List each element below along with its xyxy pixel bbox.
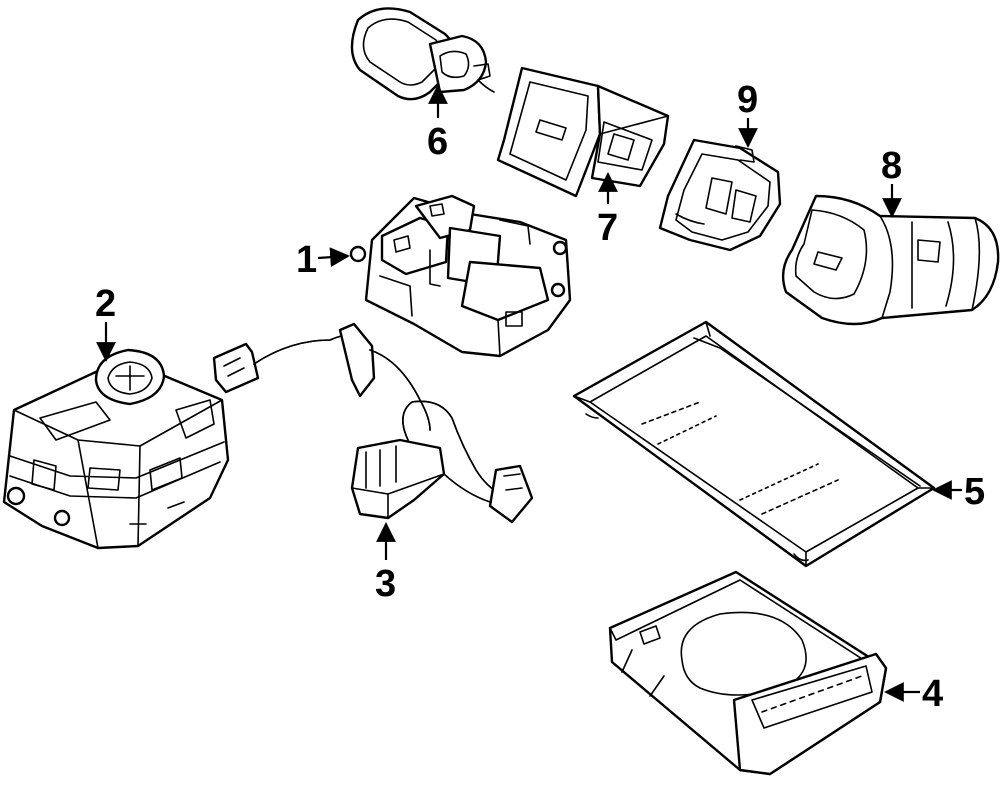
callout-2: 2 [95,283,116,325]
part-3-wiring-harness[interactable] [212,322,534,524]
part-6-knob-switch[interactable] [350,7,495,101]
callout-leaders [96,84,962,702]
callout-9: 9 [737,79,758,121]
part-4-lower-module[interactable] [608,570,888,776]
callout-1: 1 [296,239,317,281]
callout-6: 6 [427,121,448,163]
callout-8: 8 [881,145,902,187]
callout-7: 7 [597,207,618,249]
callout-4: 4 [922,673,943,715]
leader-1 [317,247,350,268]
part-5-slot-row-a [641,401,839,515]
part-5-tray-mat[interactable] [572,320,936,568]
callout-3: 3 [375,563,396,605]
part-9-small-switch[interactable] [658,138,782,252]
callout-labels: 1 2 3 4 5 6 7 8 9 [95,79,985,715]
part-8-rotary-knob[interactable] [781,194,1000,326]
callout-5: 5 [964,471,985,513]
part-1-switch-block[interactable] [349,194,572,358]
part-2-control-module[interactable] [2,348,230,550]
part-7-bezel-switch[interactable] [496,66,670,198]
